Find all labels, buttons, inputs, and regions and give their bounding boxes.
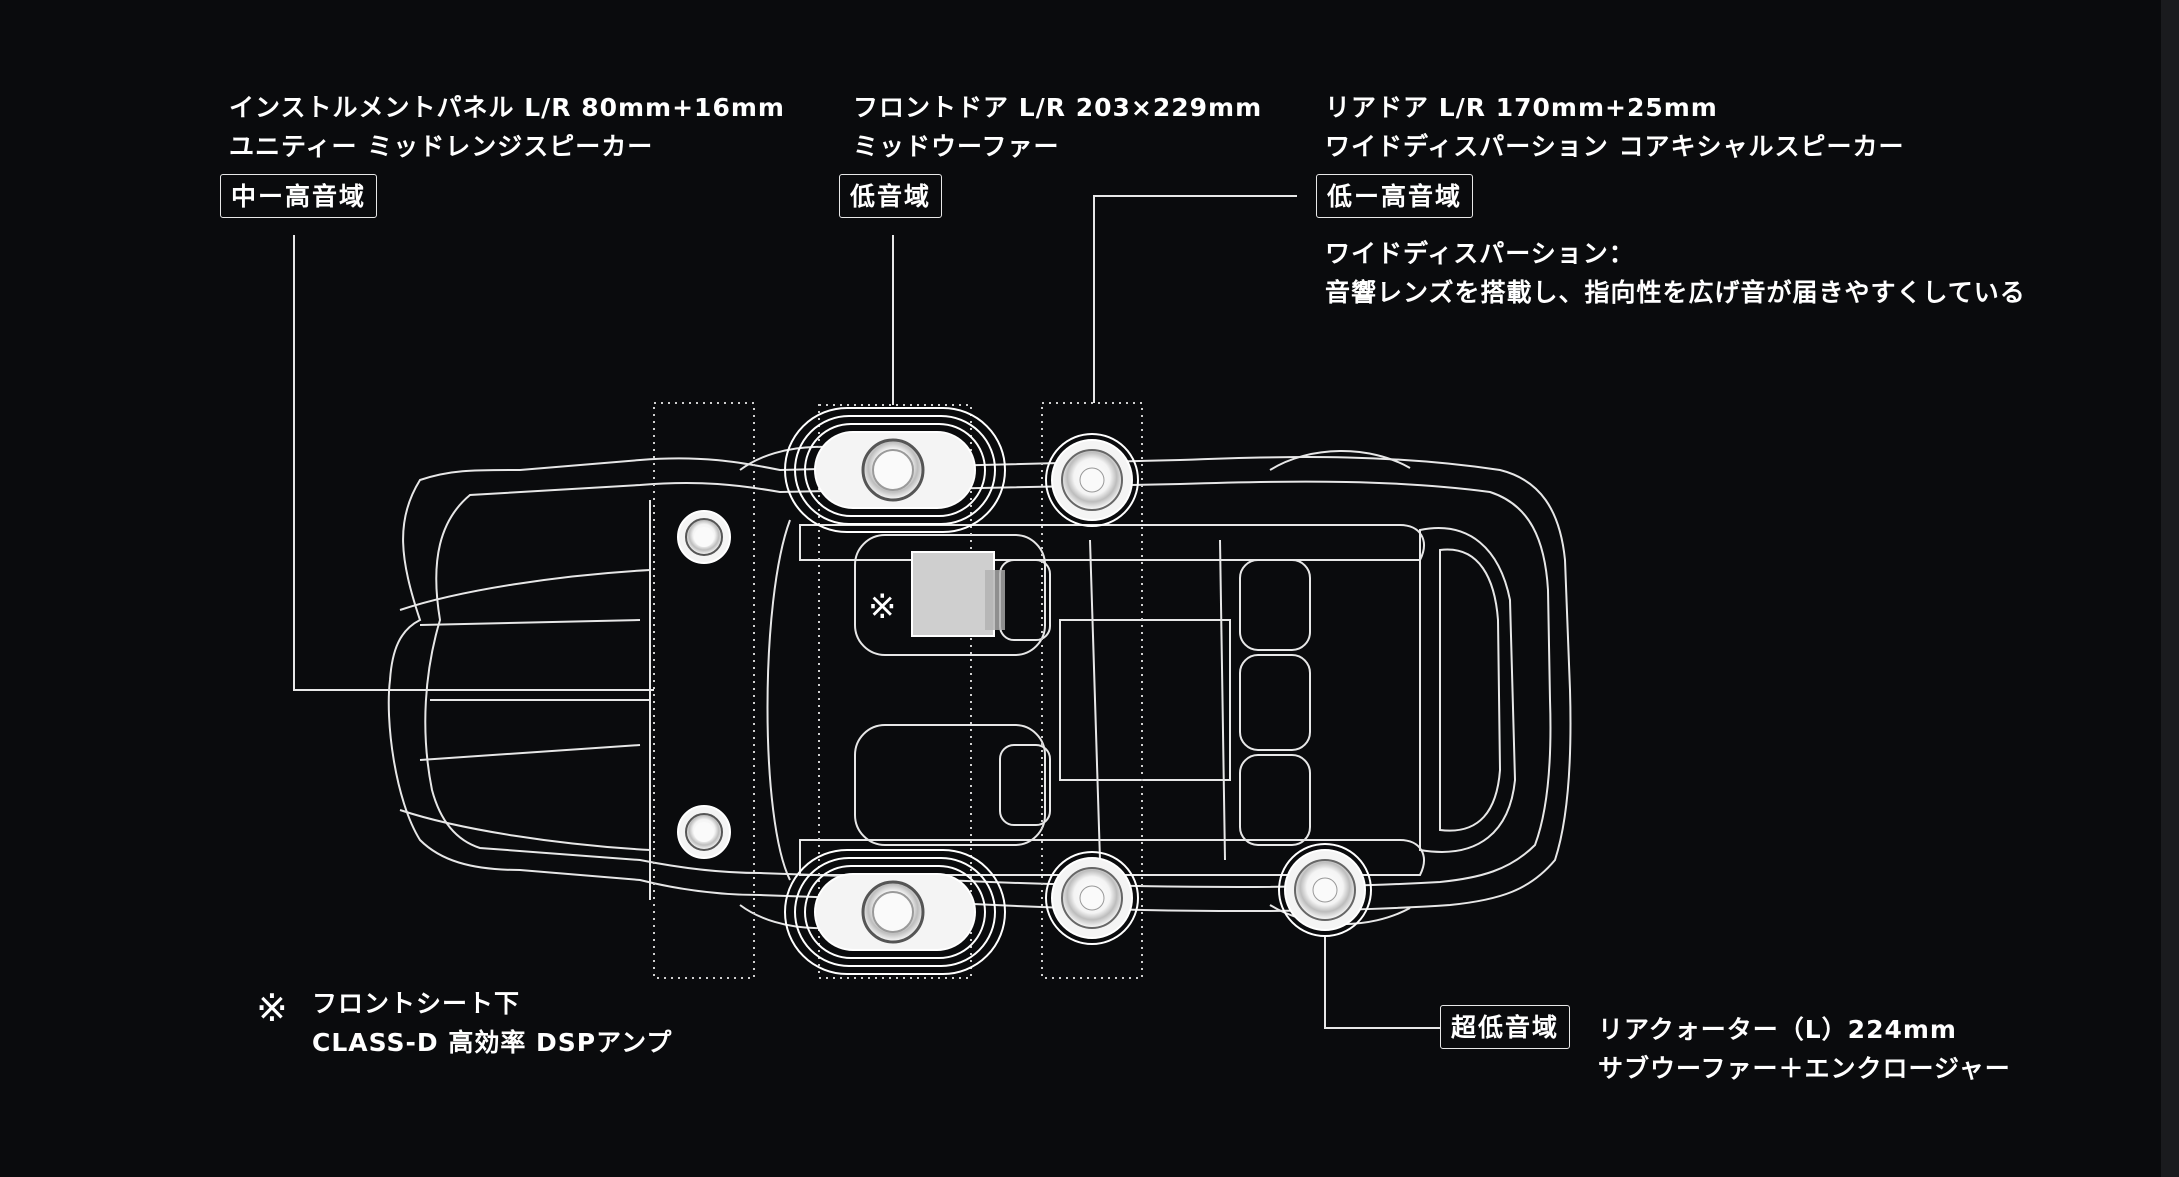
amp-note-mark: ※ [256,986,288,1030]
rear-seat-2 [1239,654,1311,751]
cabin-top [799,524,1425,561]
front-door-woofer-bottom [784,849,1006,975]
roof-right [1219,539,1226,861]
front-door-range-tag: 低音域 [839,174,943,218]
rear-door-range-tag: 低ー高音域 [1316,174,1474,218]
instrument-panel-line1: インストルメントパネル L/R 80mm+16mm [229,93,785,122]
rear-door-line2: ワイドディスパーション コアキシャルスピーカー [1325,132,1905,161]
front-door-line2: ミッドウーファー [853,132,1060,161]
car-body-inner [424,480,1552,888]
rear-door-speaker-bottom [1045,851,1139,945]
car-body-outline [387,456,1572,913]
rear-window [1419,527,1517,853]
amp-note-line2: CLASS-D 高効率 DSPアンプ [312,1028,673,1057]
instrument-panel-line2: ユニティー ミッドレンジスピーカー [229,132,654,161]
subwoofer-line2: サブウーファー＋エンクロージャー [1598,1054,2011,1083]
rear-door-note-line2: 音響レンズを搭載し、指向性を広げ音が届きやすくしている [1325,278,2026,307]
subwoofer-speaker [1278,843,1372,937]
rear-door-speaker-top [1045,433,1139,527]
rear-door-label: リアドア L/R 170mm+25mm ワイドディスパーション コアキシャルスピ… [1325,88,1904,166]
zone-rear-door [1041,402,1143,979]
rear-wheel-top [1269,450,1411,471]
amp-marker: ※ [868,587,897,627]
subwoofer-line1: リアクォーター（L）224mm [1598,1015,1957,1044]
zone-front-door [818,404,972,979]
right-edge-strip [2161,0,2179,1177]
front-door-woofer-top [784,407,1006,533]
leader-lines [293,195,1440,1029]
subwoofer-range-tag: 超低音域 [1440,1005,1571,1049]
hood-crease-1 [419,619,641,626]
hood-line-top [399,569,651,611]
windshield-inner [766,519,791,881]
amp-note-line1: フロントシート下 [312,989,521,1018]
instrument-panel-range-tag: 中ー高音域 [220,174,378,218]
rear-seat-1 [1239,559,1311,651]
front-seat-top [854,534,1046,656]
center-console [1059,619,1231,781]
hood-line-bottom [399,809,651,851]
front-door-line1: フロントドア L/R 203×229mm [853,93,1263,122]
zone-instrument-panel [653,402,755,979]
rear-seat-3 [1239,754,1311,846]
front-seat-bottom-back [999,744,1051,826]
instrument-panel-speaker-bottom [677,805,731,859]
hood-crease-2 [419,744,641,761]
front-seat-bottom [854,724,1046,846]
leader-subwoofer [1324,937,1440,1029]
subwoofer-label: リアクォーター（L）224mm サブウーファー＋エンクロージャー [1598,1010,2011,1088]
front-seat-top-back [999,559,1051,641]
amp-note-label: フロントシート下 CLASS-D 高効率 DSPアンプ [312,984,672,1062]
rear-door-line1: リアドア L/R 170mm+25mm [1325,93,1718,122]
amp-block-side [985,570,1005,630]
leader-instrument-panel [293,235,654,691]
instrument-panel-label: インストルメントパネル L/R 80mm+16mm ユニティー ミッドレンジスピ… [229,88,785,166]
car-outline [387,445,1572,930]
amp-block [911,551,995,637]
rear-window-inner [1439,548,1502,832]
rear-door-note: ワイドディスパーション： 音響レンズを搭載し、指向性を広げ音が届きやすくしている [1325,234,2026,312]
dotted-zones [653,402,1143,979]
cabin-bottom [799,839,1425,876]
roof-left [1089,539,1101,861]
instrument-panel-speaker-top [677,510,731,564]
front-door-label: フロントドア L/R 203×229mm ミッドウーファー [853,88,1262,166]
leader-rear-door [1093,195,1297,403]
rear-door-note-line1: ワイドディスパーション： [1325,239,1635,268]
